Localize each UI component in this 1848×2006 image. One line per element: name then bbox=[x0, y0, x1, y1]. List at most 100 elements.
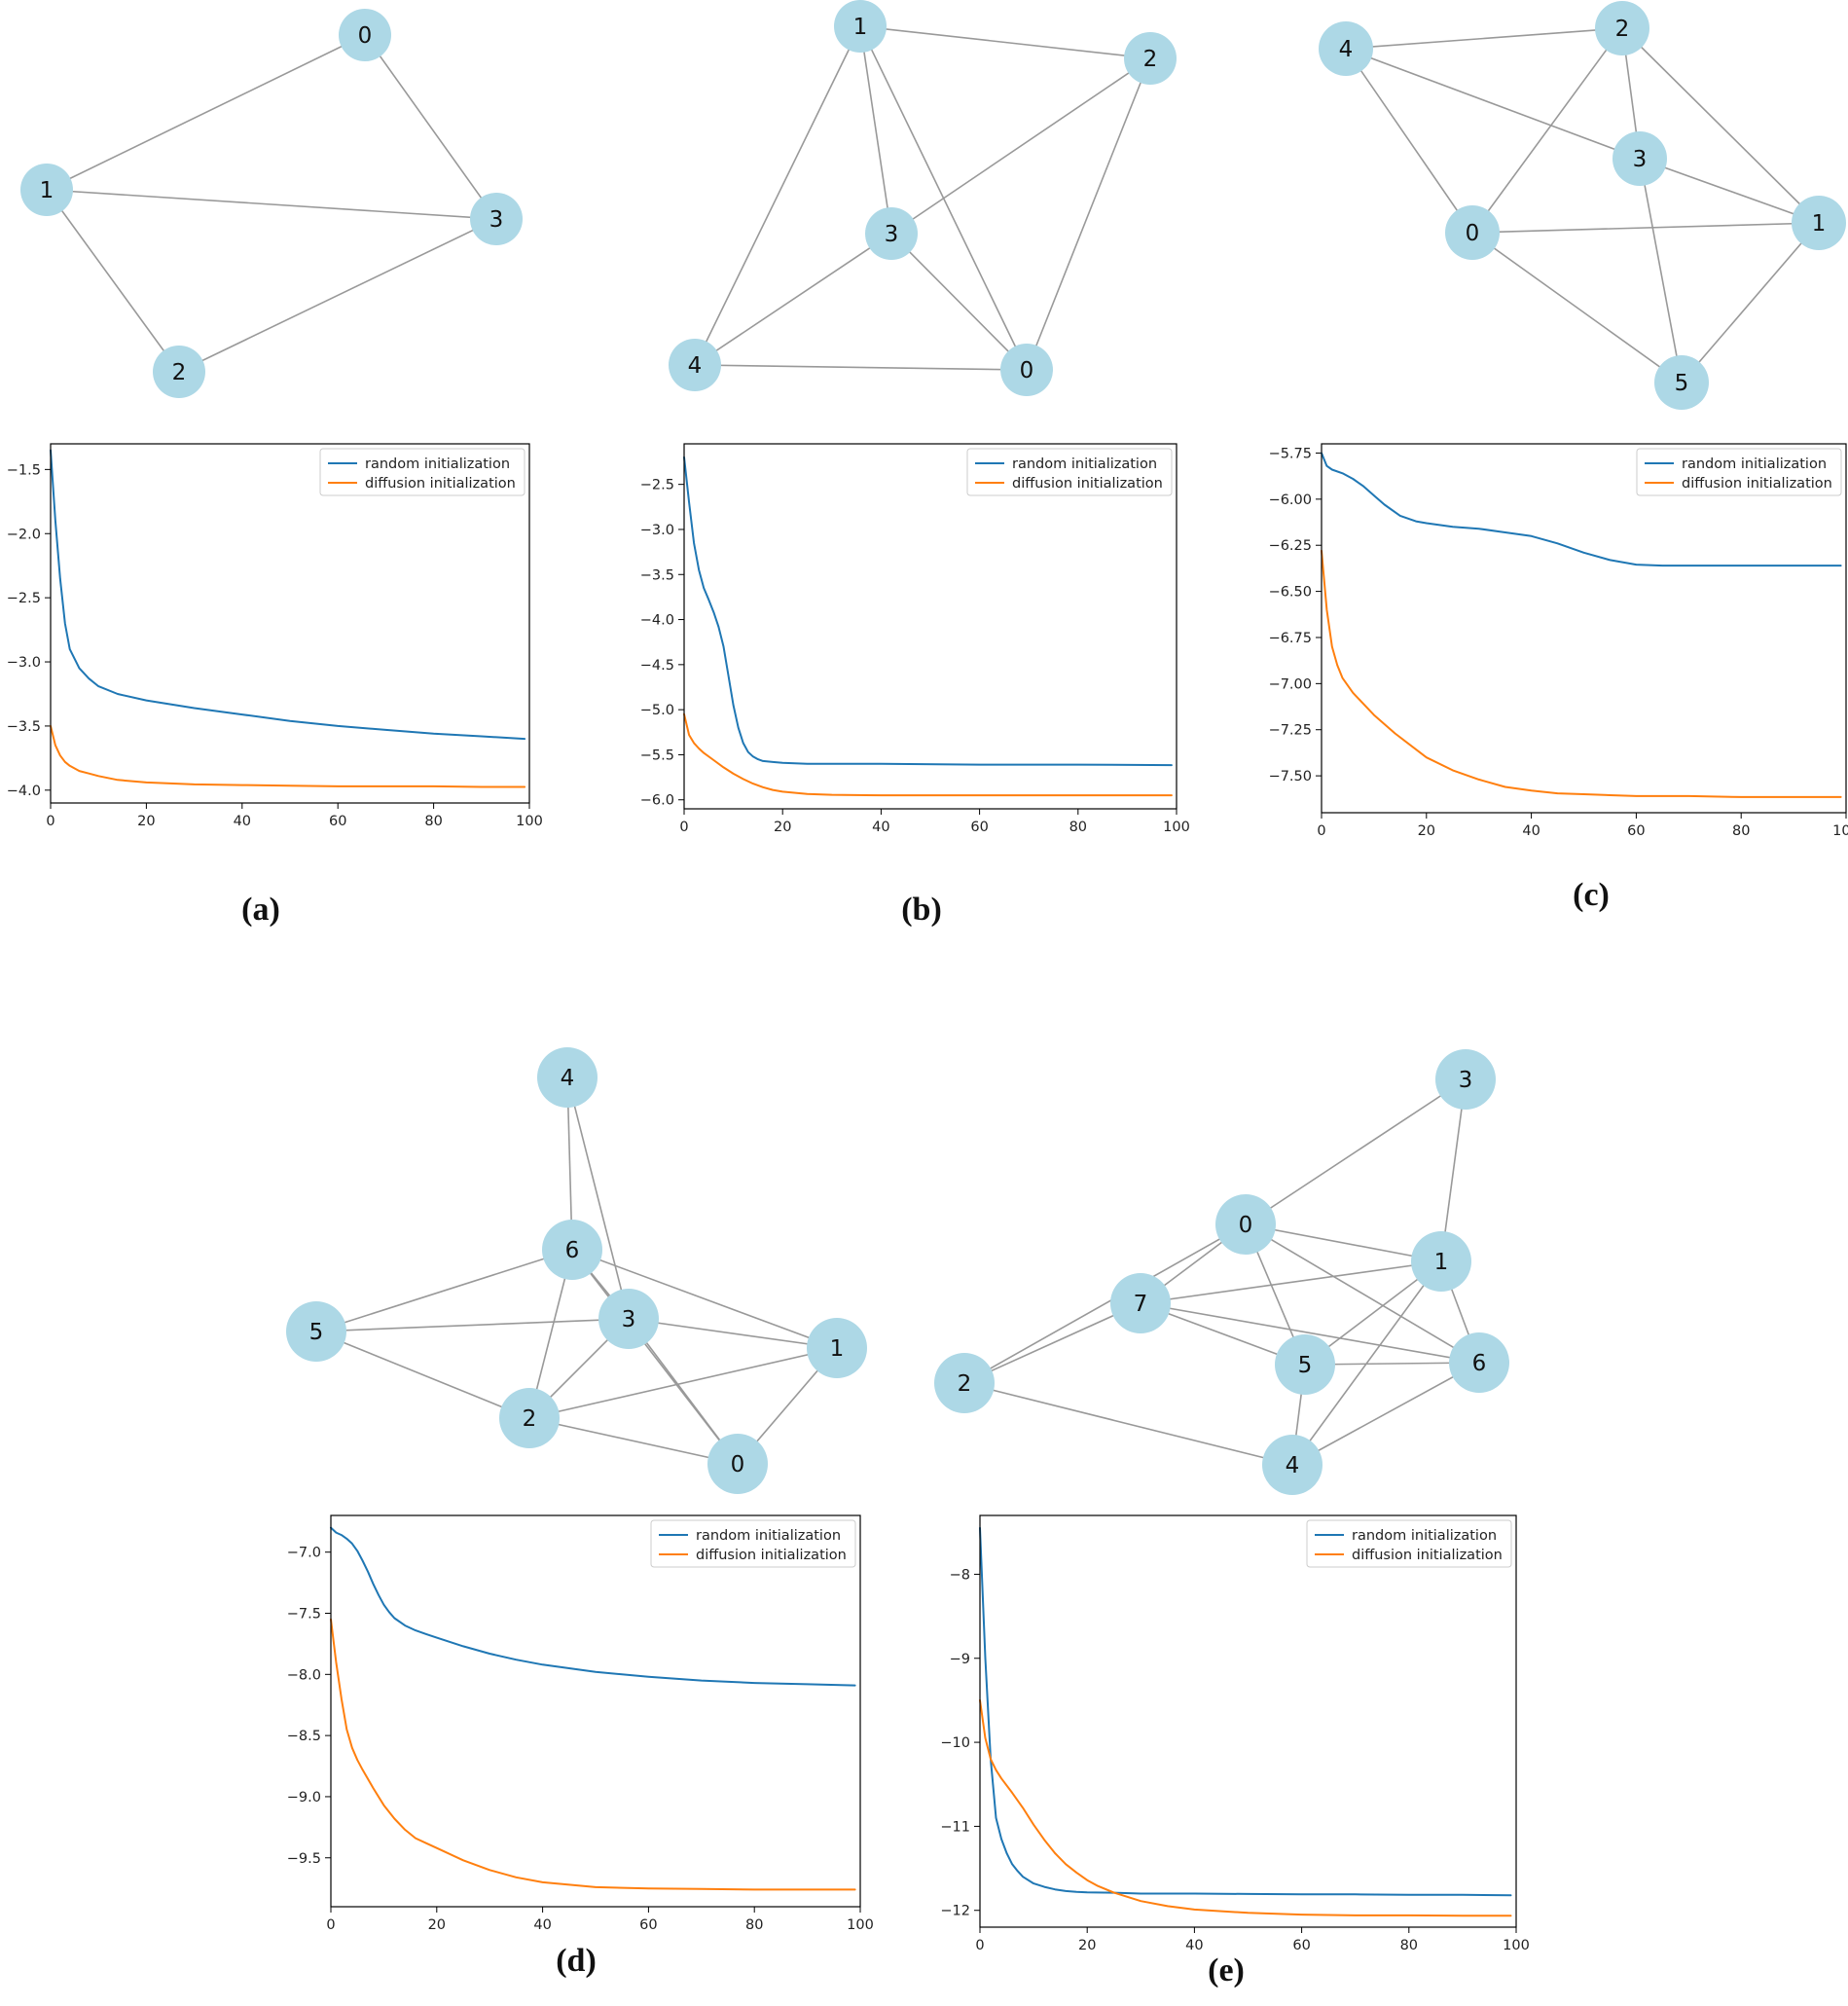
y-tick-label: −7.00 bbox=[1269, 676, 1312, 692]
graph-node-0 bbox=[339, 9, 391, 61]
y-tick-label: −6.75 bbox=[1269, 631, 1312, 646]
graph-node-3 bbox=[865, 207, 918, 260]
graph-node-1 bbox=[20, 164, 73, 216]
y-tick-label: −9 bbox=[950, 1652, 970, 1667]
x-tick-label: 100 bbox=[1832, 823, 1848, 839]
graph-edge-7-6 bbox=[1140, 1302, 1480, 1364]
graph-node-label: 3 bbox=[885, 222, 899, 247]
graph-edge-4-0 bbox=[1345, 48, 1473, 234]
plot-frame bbox=[50, 443, 530, 804]
graph-node-label: 1 bbox=[830, 1336, 845, 1362]
y-tick-label: −6.25 bbox=[1269, 538, 1312, 554]
graph-node-label: 1 bbox=[1812, 211, 1827, 237]
graph-edge-2-0 bbox=[1026, 57, 1151, 371]
y-tick-label: −10 bbox=[940, 1735, 970, 1751]
graph-edge-1-3 bbox=[46, 189, 497, 220]
graph-edge-0-5 bbox=[1471, 232, 1683, 383]
x-tick-label: 0 bbox=[679, 820, 688, 835]
panel-caption: (c) bbox=[1573, 877, 1610, 913]
y-tick-label: −9.0 bbox=[287, 1790, 321, 1805]
graph-node-2 bbox=[1595, 1, 1649, 55]
graph-node-label: 1 bbox=[853, 15, 868, 40]
graph-node-label: 5 bbox=[1298, 1353, 1313, 1378]
graph-node-5 bbox=[1275, 1334, 1335, 1395]
graph-node-label: 3 bbox=[489, 207, 504, 233]
x-tick-label: 60 bbox=[1627, 823, 1645, 839]
x-tick-label: 40 bbox=[872, 820, 889, 835]
legend-entry: diffusion initialization bbox=[1012, 476, 1163, 492]
legend-box bbox=[1636, 448, 1842, 496]
y-tick-label: −4.0 bbox=[640, 613, 674, 629]
graph-edge-2-4 bbox=[963, 1382, 1293, 1466]
graph-node-label: 2 bbox=[958, 1371, 972, 1397]
graph-node-1 bbox=[807, 1318, 867, 1378]
x-tick-label: 80 bbox=[1069, 820, 1087, 835]
series-line-random bbox=[1321, 452, 1842, 567]
legend-box bbox=[1306, 1519, 1512, 1568]
graph-edge-3-0 bbox=[890, 233, 1028, 371]
graph-node-label: 1 bbox=[1434, 1250, 1449, 1275]
plot-frame bbox=[330, 1514, 861, 1908]
graph-edge-4-0 bbox=[694, 364, 1028, 371]
x-tick-label: 40 bbox=[1522, 823, 1540, 839]
graph-edge-3-1 bbox=[628, 1318, 838, 1349]
series-line-random bbox=[50, 449, 526, 741]
graph-node-3 bbox=[1435, 1049, 1496, 1110]
x-tick-label: 60 bbox=[970, 820, 988, 835]
x-tick-label: 100 bbox=[847, 1917, 874, 1933]
graph-node-label: 4 bbox=[1339, 37, 1354, 62]
graph-edge-6-1 bbox=[571, 1249, 838, 1349]
graph-node-5 bbox=[286, 1301, 346, 1362]
y-tick-label: −3.0 bbox=[640, 523, 674, 538]
graph-node-4 bbox=[669, 339, 721, 391]
panel-caption: (e) bbox=[1208, 1952, 1245, 1988]
graph-node-3 bbox=[598, 1289, 659, 1349]
graph-edge-3-4 bbox=[694, 233, 892, 366]
y-tick-label: −3.5 bbox=[7, 719, 41, 735]
y-tick-label: −2.5 bbox=[7, 591, 41, 606]
y-tick-label: −6.00 bbox=[1269, 492, 1312, 508]
x-tick-label: 0 bbox=[326, 1917, 335, 1933]
graph-node-label: 4 bbox=[1286, 1453, 1300, 1478]
graph-node-1 bbox=[1411, 1231, 1471, 1292]
graph-node-0 bbox=[707, 1434, 768, 1494]
y-tick-label: −11 bbox=[940, 1819, 970, 1835]
x-tick-label: 20 bbox=[774, 820, 791, 835]
legend: random initialization diffusion initializ… bbox=[966, 448, 1173, 496]
graph-edge-3-5 bbox=[1639, 158, 1683, 383]
plot-frame bbox=[979, 1514, 1517, 1928]
x-tick-label: 20 bbox=[1078, 1938, 1096, 1953]
legend-entry: random initialization bbox=[1012, 456, 1157, 472]
series-line-diffusion bbox=[1321, 549, 1842, 798]
graph-node-label: 6 bbox=[1472, 1351, 1487, 1376]
graph-edge-0-3 bbox=[364, 34, 497, 220]
graph-edge-6-5 bbox=[315, 1249, 573, 1332]
graph-node-3 bbox=[470, 193, 523, 245]
graph-node-4 bbox=[537, 1047, 598, 1108]
graph-node-label: 7 bbox=[1134, 1292, 1148, 1317]
y-tick-label: −2.0 bbox=[7, 527, 41, 542]
graph-node-label: 5 bbox=[309, 1320, 324, 1345]
x-tick-label: 40 bbox=[533, 1917, 551, 1933]
x-tick-label: 40 bbox=[1185, 1938, 1203, 1953]
y-tick-label: −7.50 bbox=[1269, 769, 1312, 784]
graph-edge-0-1 bbox=[1245, 1223, 1442, 1262]
graph-node-1 bbox=[834, 0, 887, 53]
graph-node-2 bbox=[499, 1388, 560, 1448]
series-line-diffusion bbox=[683, 712, 1173, 797]
graph-edge-3-1 bbox=[1440, 1078, 1467, 1262]
graph-edge-1-2 bbox=[46, 189, 180, 373]
graph-edge-1-5 bbox=[1681, 222, 1820, 383]
